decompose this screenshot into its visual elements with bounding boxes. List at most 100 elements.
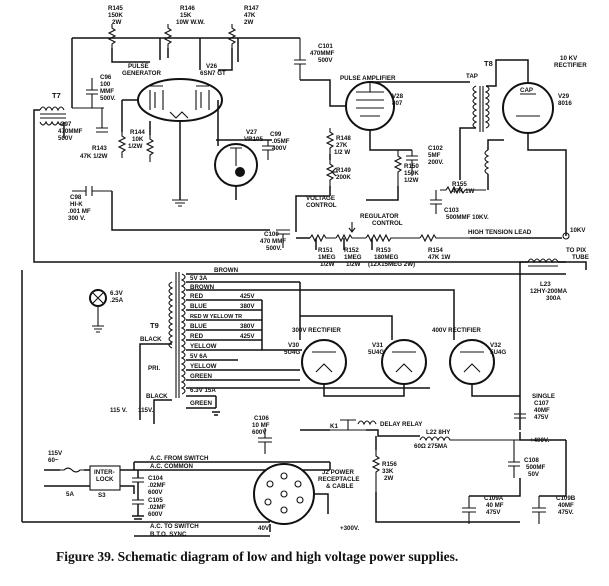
cap-label: CAP	[520, 87, 533, 94]
tube-v30	[301, 339, 347, 385]
c97-volt: 500V	[58, 135, 73, 142]
capacitor-c97	[72, 107, 108, 133]
c101-label: C101	[318, 43, 333, 50]
pulse-generator-label-2: GENERATOR	[122, 70, 161, 77]
r149-value: 200K	[336, 174, 351, 181]
wire-5v6a: 5V 6A	[190, 353, 208, 360]
r148-label: R148	[336, 135, 351, 142]
r153-value: 180MEG	[374, 254, 399, 261]
c107-label: C107	[534, 400, 549, 407]
r156-watt: 2W	[384, 475, 393, 482]
l22-value: 60Ω 275MA	[414, 443, 448, 450]
c105-volt: 600V	[148, 511, 163, 518]
c98-value: .001 MF	[68, 208, 91, 215]
mains-frequency: 60~	[48, 457, 59, 464]
r156-label: R156	[382, 461, 397, 468]
c109b-label: C109B	[556, 495, 576, 502]
resistor-r150	[393, 150, 403, 186]
resistor-r155	[440, 185, 486, 195]
r145-label: R145	[108, 5, 123, 12]
interlock-s3	[89, 465, 121, 491]
bto-sync-label: B.T.O. SYNC	[150, 531, 187, 538]
t9-label: T9	[150, 321, 159, 330]
b-plus-300v: +300V.	[340, 525, 359, 532]
r152-label: R152	[344, 247, 359, 254]
wire-yellow-2: YELLOW	[190, 363, 217, 370]
resistor-r148	[325, 128, 335, 154]
r145-value: 150K	[108, 12, 123, 19]
v26-type: 6SN7 GT	[200, 70, 226, 77]
wire-blue-2: BLUE	[190, 323, 207, 330]
wire-brown-1: BROWN	[214, 267, 239, 274]
rect-400v-label-1: 400V RECTIFIER	[432, 327, 481, 334]
c106-volt: 600V	[252, 429, 267, 436]
t9-secondary-leads	[186, 273, 566, 409]
c100-volt: 500V.	[266, 245, 282, 252]
lamp-voltage: 6.3V	[110, 290, 124, 297]
rect-10kv-label-1: 10 KV	[560, 55, 578, 62]
c103-value: 500MMF 10KV.	[446, 214, 489, 221]
t7-label: T7	[52, 91, 61, 100]
c96-unit: MMF	[100, 88, 114, 95]
figure-number: Figure 39.	[56, 549, 115, 564]
transformer-t8	[472, 85, 490, 132]
c96-label: C96	[100, 74, 112, 81]
wire-5v3a: 5V 3A	[190, 275, 208, 282]
r143-label: R143	[92, 145, 107, 152]
fuse-5a	[60, 467, 84, 473]
wire-blue-1: BLUE	[190, 303, 207, 310]
c104-label: C104	[148, 475, 163, 482]
pulse-generator-label-1: PULSE	[128, 63, 149, 70]
wire-brown-2: BROWN	[190, 284, 215, 291]
figure-caption-text: Schematic diagram of low and high voltag…	[117, 549, 459, 564]
regulator-control-label-1: REGULATOR	[360, 213, 399, 220]
tube-v31	[381, 339, 427, 385]
v29-label: V29	[558, 93, 570, 100]
t9-black-top: BLACK	[140, 336, 162, 343]
resistor-r146	[163, 24, 173, 48]
c108-value: 500MF	[526, 464, 545, 471]
ac-to-switch-label: A.C. TO SWITCH	[150, 523, 199, 530]
c103-label: C103	[444, 207, 459, 214]
capacitor-c105	[132, 499, 144, 505]
figure-caption: Figure 39. Schematic diagram of low and …	[56, 549, 576, 565]
c109a-volt: 475V	[486, 509, 501, 516]
c109b-value: 40MF	[558, 502, 574, 509]
choke-l22	[419, 436, 520, 442]
capacitor-c98	[72, 186, 112, 196]
l22-label: L22 8HY	[426, 429, 451, 436]
resistor-r144	[145, 135, 155, 162]
tap-425v-b: 425V	[240, 333, 255, 340]
r146-watt: 10W W.W.	[176, 19, 205, 26]
c104-volt: 600V	[148, 489, 163, 496]
schematic-diagram: R145 150K 2W R146 15K 10W W.W. R147 47K …	[21, 5, 589, 538]
r150-watt: 1/2W	[404, 177, 419, 184]
delay-relay-label: DELAY RELAY	[380, 421, 423, 428]
c96-value: 100	[100, 81, 111, 88]
c99-label: C99	[270, 131, 282, 138]
r154-label: R154	[428, 247, 443, 254]
potentiometer-r152	[335, 222, 366, 243]
l23-rating: 300A	[546, 295, 561, 302]
tap-380v-b: 380V	[240, 323, 255, 330]
c107-single: SINGLE	[532, 393, 555, 400]
transformer-t9	[168, 272, 186, 398]
r153-watt: (12X15MEG 2W)	[368, 261, 415, 268]
capacitor-c99	[262, 140, 274, 160]
r144-watt: 1/2W	[128, 143, 143, 150]
v32-type: 5U4G	[490, 349, 506, 356]
resistor-r145	[107, 24, 117, 48]
pix-tube-terminal	[562, 232, 570, 240]
v27-label: V27	[246, 129, 258, 136]
r156-value: 33K	[382, 468, 394, 475]
tube-v32	[449, 339, 495, 385]
c105-value: .02MF	[148, 504, 166, 511]
j2-label-3: & CABLE	[326, 483, 354, 490]
c102-volt: 200V.	[428, 159, 444, 166]
v31-type: 5U4G	[368, 349, 384, 356]
capacitor-c102	[406, 150, 418, 176]
capacitor-c96	[86, 78, 98, 108]
v31-label: V31	[372, 342, 384, 349]
resistor-r154	[419, 233, 470, 243]
voltage-control-label-2: CONTROL	[306, 202, 337, 209]
